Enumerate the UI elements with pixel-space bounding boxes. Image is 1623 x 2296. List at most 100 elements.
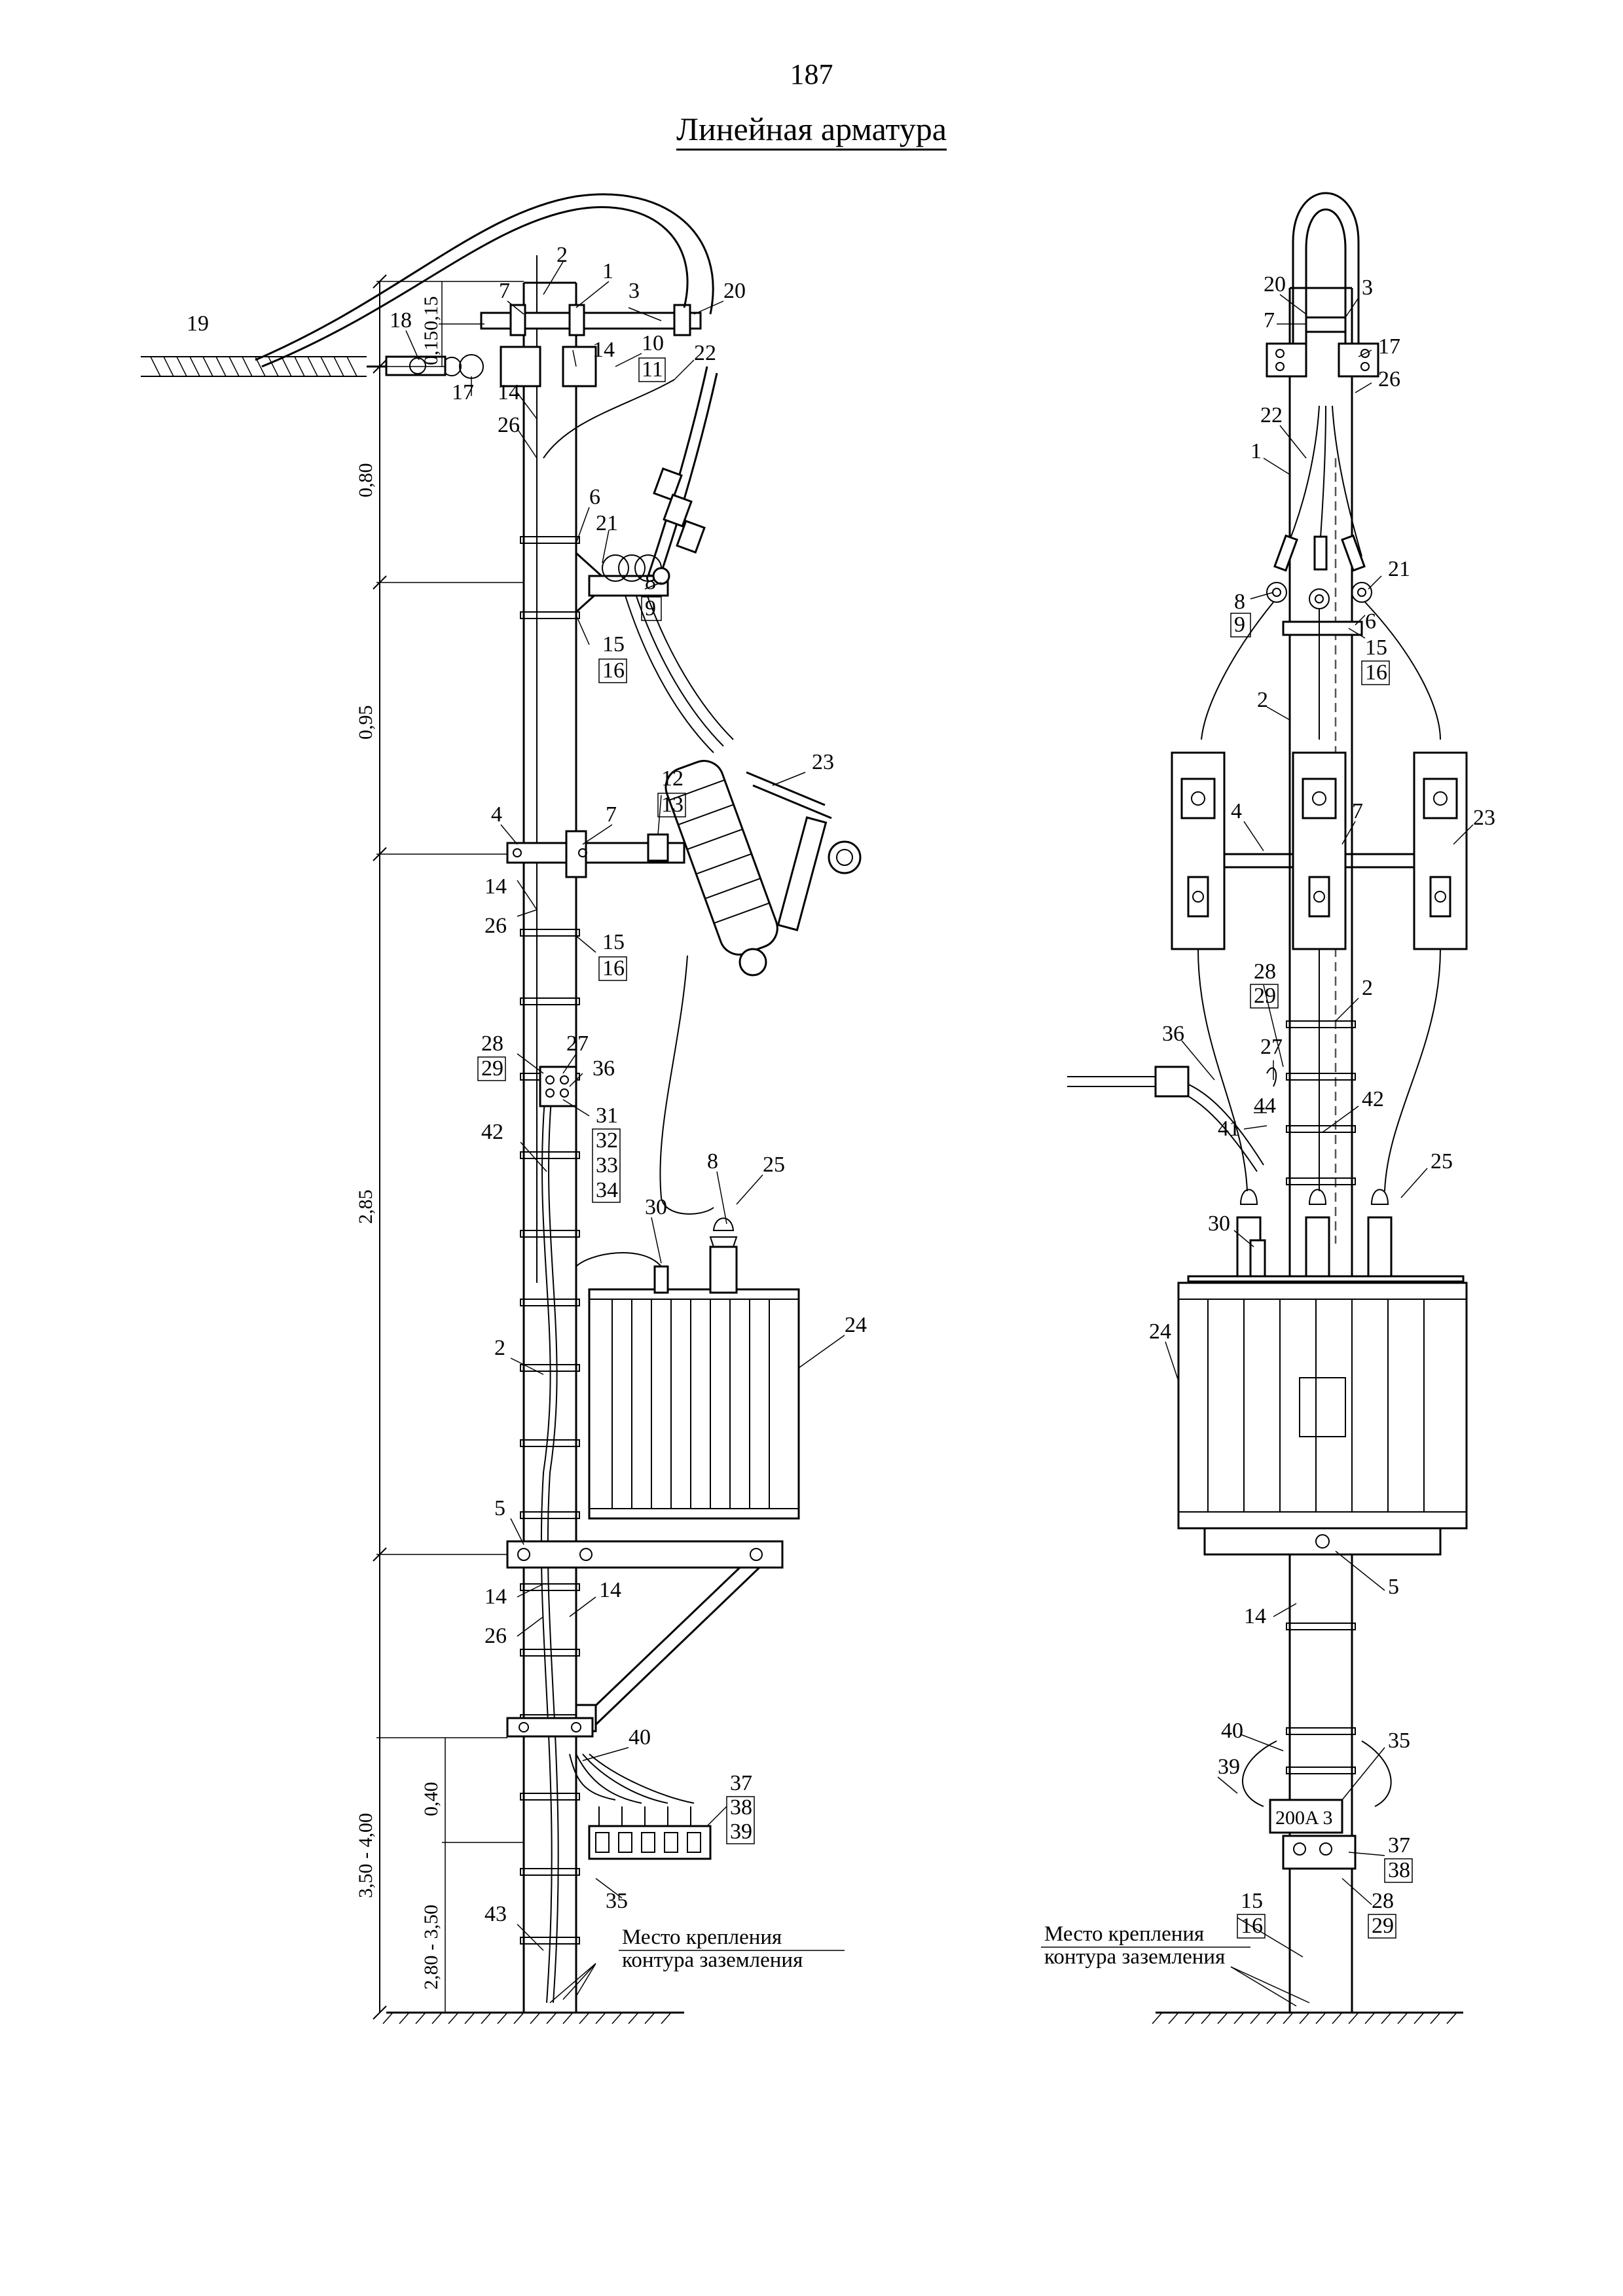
left-label-8-top: 8 (645, 570, 656, 594)
left-label-3: 3 (629, 279, 640, 303)
right-label-28-top: 28 (1254, 960, 1276, 984)
right-label-23: 23 (1473, 806, 1495, 830)
left-fuse-23 (659, 760, 862, 1215)
right-ground (1152, 2011, 1463, 2024)
page-title: Линейная арматура (0, 110, 1623, 151)
right-label-7-mid: 7 (1352, 799, 1363, 823)
right-label-40: 40 (1221, 1719, 1243, 1743)
right-label-21: 21 (1388, 557, 1410, 581)
left-label-19: 19 (187, 312, 209, 336)
left-label-26-low: 26 (484, 1624, 507, 1648)
left-label-14-low-b: 14 (599, 1578, 621, 1602)
left-label-42: 42 (481, 1120, 503, 1144)
right-transformer-24 (1177, 1189, 1468, 1556)
right-label-6: 6 (1365, 609, 1376, 634)
right-label-5: 5 (1388, 1575, 1399, 1599)
right-bushing-cables (1197, 948, 1441, 1192)
left-label-7-top: 7 (499, 279, 510, 303)
right-label-1: 1 (1250, 439, 1262, 463)
right-label-2-top: 2 (1257, 688, 1268, 712)
left-label-7-mid: 7 (606, 802, 617, 827)
dim-3-50-4-00: 3,50 - 4,00 (355, 1813, 376, 1898)
left-label-36: 36 (593, 1056, 615, 1081)
left-label-8-mid: 8 (707, 1149, 718, 1174)
right-lower-equipment (1241, 1623, 1392, 1870)
right-label-20: 20 (1264, 272, 1286, 296)
right-label-3: 3 (1362, 276, 1373, 300)
right-label-29-low: 29 (1372, 1914, 1394, 1938)
left-label-31: 31 (596, 1103, 618, 1128)
left-label-2-low: 2 (494, 1336, 505, 1360)
right-label-30: 30 (1208, 1211, 1230, 1236)
left-label-24: 24 (845, 1313, 867, 1337)
right-label-38: 38 (1388, 1858, 1410, 1882)
right-front-view: 200A 3 (1041, 192, 1495, 2024)
left-label-29: 29 (481, 1056, 503, 1081)
right-label-15-low: 15 (1241, 1889, 1263, 1913)
left-label-18: 18 (390, 308, 412, 332)
right-label-26: 26 (1378, 367, 1400, 391)
left-traverse-4 (506, 830, 685, 878)
right-label-37: 37 (1388, 1833, 1410, 1857)
right-label-9: 9 (1234, 613, 1245, 637)
right-label-4: 4 (1231, 799, 1242, 823)
left-label-20: 20 (723, 279, 746, 303)
left-label-43: 43 (484, 1902, 507, 1926)
left-cables (543, 366, 734, 753)
left-label-30: 30 (645, 1195, 667, 1219)
left-label-5: 5 (494, 1496, 505, 1520)
dim-2-80-3-50: 2,80 - 3,50 (420, 1905, 442, 1990)
right-label-44: 44 (1254, 1094, 1276, 1118)
right-label-41: 41 (1218, 1117, 1240, 1141)
dim-2-85: 2,85 (355, 1190, 376, 1225)
left-label-13: 13 (661, 793, 684, 817)
left-label-2: 2 (556, 243, 568, 267)
right-meter-text: 200A 3 (1275, 1807, 1333, 1829)
left-leaders (405, 261, 845, 2003)
right-label-25: 25 (1431, 1149, 1453, 1174)
left-arrester-21 (575, 552, 670, 613)
right-cables (1201, 405, 1441, 740)
left-label-15-top: 15 (602, 632, 625, 656)
left-label-37: 37 (730, 1771, 752, 1795)
dim-0-15-b: 0,15 (420, 331, 442, 366)
left-label-9: 9 (645, 596, 656, 620)
right-label-15-top: 15 (1365, 636, 1387, 660)
left-ground (382, 2011, 684, 2024)
right-label-28-low: 28 (1372, 1889, 1394, 1913)
left-label-28: 28 (481, 1031, 503, 1056)
right-label-22: 22 (1260, 403, 1283, 427)
left-label-6: 6 (589, 485, 600, 509)
left-label-14-top: 14 (593, 338, 615, 362)
right-pole-bands (1286, 1020, 1356, 1185)
left-grounding-bands (520, 536, 580, 2003)
right-label-7-top: 7 (1264, 308, 1275, 332)
left-label-38: 38 (730, 1795, 752, 1820)
left-label-34: 34 (596, 1178, 618, 1202)
left-label-11: 11 (642, 357, 663, 382)
left-label-21: 21 (596, 511, 618, 535)
left-label-12: 12 (661, 766, 684, 791)
right-label-8: 8 (1234, 590, 1245, 614)
left-label-32: 32 (596, 1128, 618, 1153)
left-transformer-24 (575, 1217, 800, 1520)
dim-0-95: 0,95 (355, 706, 376, 740)
left-label-17: 17 (452, 380, 474, 404)
right-label-35: 35 (1388, 1729, 1410, 1753)
left-label-1: 1 (602, 259, 613, 283)
left-label-10: 10 (642, 331, 664, 355)
left-label-33: 33 (596, 1153, 618, 1177)
left-clamp-27 (539, 1066, 577, 1107)
left-label-26-top: 26 (498, 413, 520, 437)
right-label-17: 17 (1378, 334, 1400, 359)
left-support-5 (506, 1540, 784, 1738)
right-label-42: 42 (1362, 1087, 1384, 1111)
dim-0-80: 0,80 (355, 463, 376, 498)
left-label-14-mid: 14 (484, 874, 507, 899)
left-label-23: 23 (812, 750, 834, 774)
right-plates-17 (1266, 342, 1379, 378)
right-label-2-mid: 2 (1362, 976, 1373, 1000)
page-number: 187 (790, 58, 833, 90)
left-label-14-b: 14 (498, 380, 520, 404)
